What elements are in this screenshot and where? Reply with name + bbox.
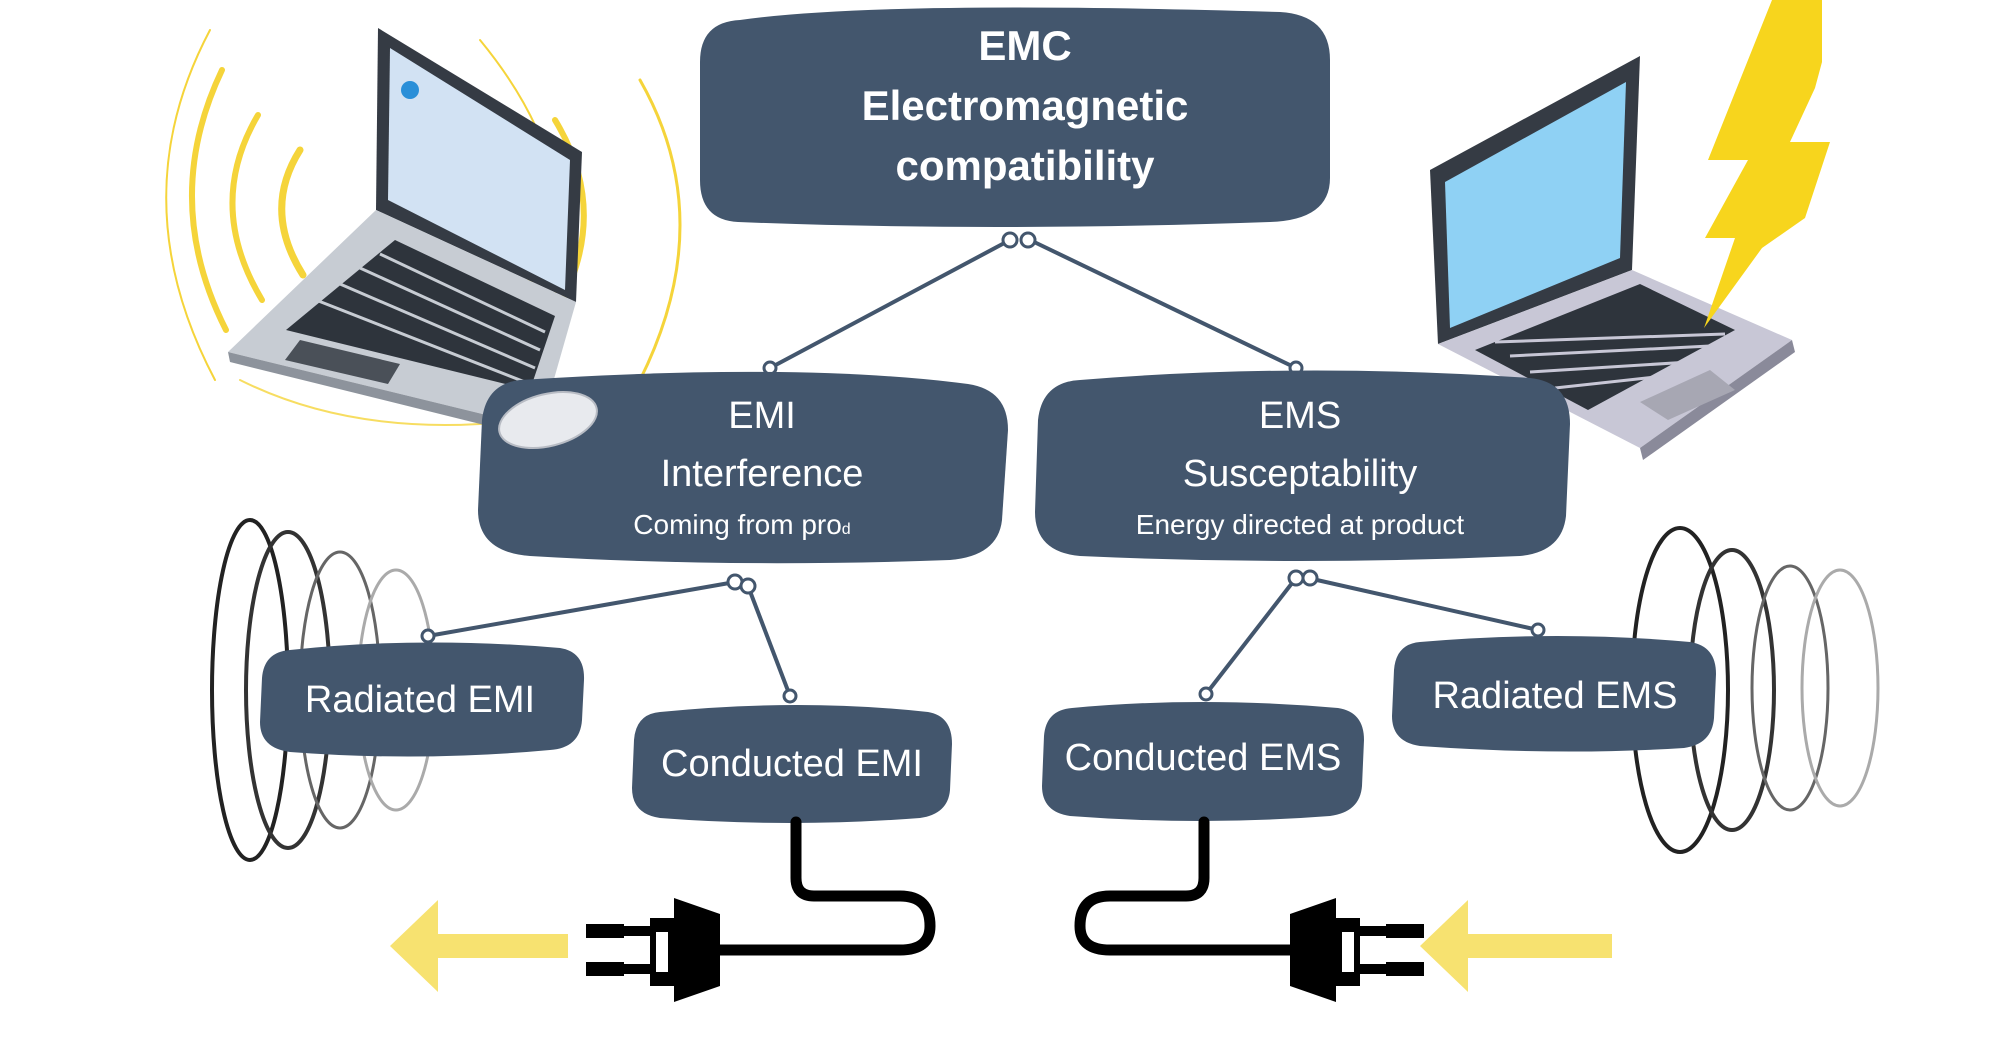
arrow-left-icon	[1420, 900, 1612, 992]
node-conducted-emi: Conducted EMI	[632, 705, 952, 823]
conducted-emi-label: Conducted EMI	[661, 743, 923, 785]
node-emi: EMI Interference Coming from prod	[478, 371, 1008, 564]
emc-line-2: Electromagnetic	[862, 82, 1189, 129]
emi-subtitle: Interference	[661, 453, 864, 495]
radiated-ems-label: Radiated EMS	[1432, 675, 1677, 717]
ems-title: EMS	[1259, 395, 1341, 437]
node-radiated-emi: Radiated EMI	[260, 642, 585, 757]
power-plug-icon	[1074, 816, 1424, 1002]
emi-note: Coming from prod	[633, 509, 850, 540]
mouse-icon	[498, 391, 598, 449]
connector-lines	[427, 238, 1539, 697]
radiated-emi-label: Radiated EMI	[305, 679, 535, 721]
arrow-left-icon	[390, 900, 568, 992]
laptop-lightning-icon	[1430, 56, 1795, 460]
node-emc: EMC Electromagnetic compatibility	[700, 7, 1330, 227]
power-plug-icon	[586, 816, 936, 1002]
lightning-bolt-icon	[1704, 0, 1830, 328]
laptop-emitting-icon	[165, 28, 701, 440]
emc-line-3: compatibility	[895, 142, 1155, 189]
emi-title: EMI	[728, 395, 796, 437]
node-conducted-ems: Conducted EMS	[1042, 702, 1364, 821]
emc-title: EMC	[978, 22, 1071, 69]
node-radiated-ems: Radiated EMS	[1392, 636, 1716, 752]
ems-subtitle: Susceptability	[1183, 453, 1417, 495]
ems-note: Energy directed at product	[1136, 509, 1465, 540]
node-ems: EMS Susceptability Energy directed at pr…	[1035, 370, 1570, 561]
conducted-ems-label: Conducted EMS	[1065, 737, 1342, 779]
